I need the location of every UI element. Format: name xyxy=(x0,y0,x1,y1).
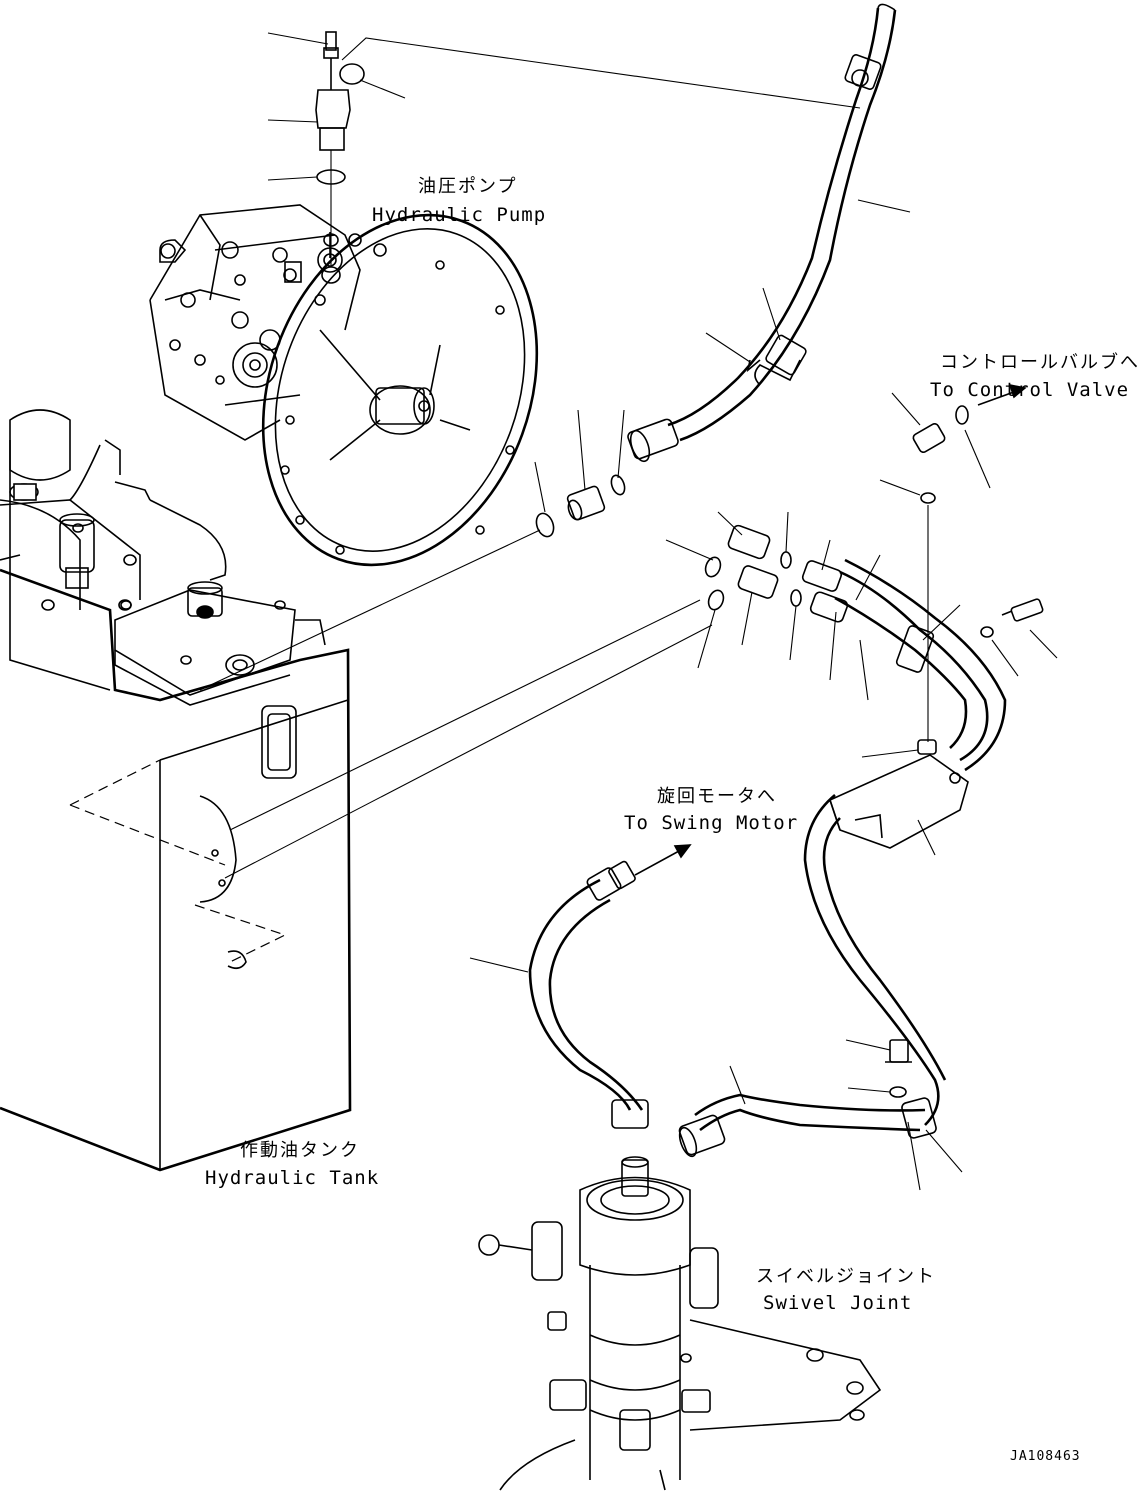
tank-label-jp: 作動油タンク xyxy=(240,1140,360,1161)
control-valve-label-en: To Control Valve xyxy=(930,379,1130,401)
elbow-fittings xyxy=(665,511,802,669)
swing-motor-label-en: To Swing Motor xyxy=(624,812,799,834)
hose-bracket-block xyxy=(829,739,969,856)
reference-code: JA108463 xyxy=(1010,1449,1081,1464)
swivel-feed-hose xyxy=(678,794,963,1191)
swivel-label-jp: スイベルジョイント xyxy=(756,1266,936,1287)
swing-motor-label-jp: 旋回モータへ xyxy=(657,786,777,807)
control-valve-branch xyxy=(879,383,1027,742)
swing-motor-hose xyxy=(469,844,692,1129)
pump-label-en: Hydraulic Pump xyxy=(372,204,547,226)
pump-label-jp: 油圧ポンプ xyxy=(418,176,518,197)
tank-top-fittings xyxy=(0,409,326,706)
return-hoses xyxy=(801,539,1058,772)
control-valve-label-jp: コントロールバルブへ xyxy=(940,352,1140,373)
hydraulic-tank xyxy=(0,554,352,1172)
swivel-joint xyxy=(478,1156,882,1491)
pressure-switch-assembly xyxy=(267,31,861,284)
pump-outlet-fittings xyxy=(199,409,713,879)
hydraulic-pump xyxy=(149,204,539,567)
swivel-label-en: Swivel Joint xyxy=(763,1292,913,1314)
pump-suction-hose xyxy=(627,3,911,463)
tank-label-en: Hydraulic Tank xyxy=(205,1167,380,1189)
